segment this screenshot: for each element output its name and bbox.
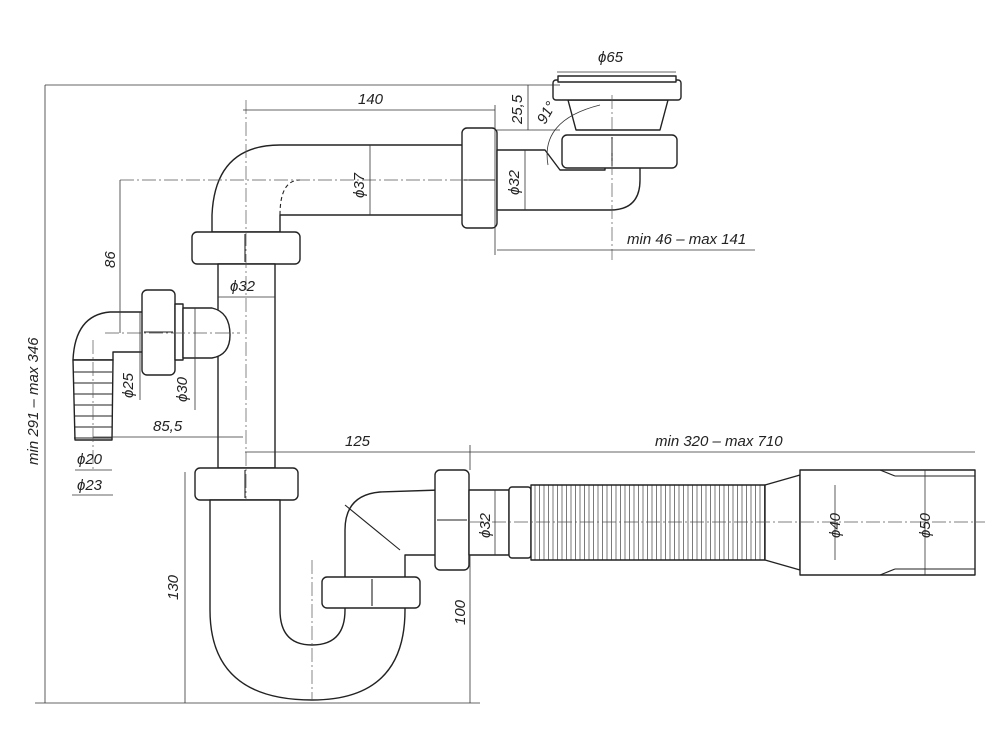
top-pipe-dia-label: ϕ37 [351,172,368,198]
center-lines [92,95,985,700]
vertical-pipe [217,263,276,469]
trap-offset-label: 125 [345,433,371,450]
top-elbow-pipe [211,144,466,233]
drain-flange [552,79,682,101]
side-offset-label: 85,5 [153,418,183,435]
outlet-offset-label: min 46 – max 141 [627,231,746,248]
drain-outlet-pipe [496,149,641,211]
hose-barb [72,359,114,441]
angle-label: 91° [534,99,560,127]
corrugated-hose [530,484,766,561]
trap-nut-left [194,467,299,501]
outlet-height-label: 100 [452,599,469,625]
side-inner-dia-label: ϕ25 [120,372,137,398]
drain-nut [561,134,678,169]
hose-outer-dia-label: ϕ23 [77,477,103,494]
siphon-body [72,75,976,701]
flange-height-label: 25,5 [509,94,526,125]
side-elbow [72,311,146,361]
dimension-labels: min 291 – max 346 ϕ65 140 25,5 91° ϕ37 ϕ… [25,49,934,625]
hose-length-label: min 320 – max 710 [655,433,783,450]
trap-height-label: 130 [165,574,182,600]
hose-mid-dia-label: ϕ40 [827,512,844,538]
overall-height-label: min 291 – max 346 [25,337,42,465]
drain-cup [567,99,669,131]
dimension-lines [35,71,975,704]
outlet-dia-label: ϕ32 [506,169,523,195]
side-height-label: 86 [102,251,119,268]
hose-coupling [764,474,801,571]
hose-end-dia-label: ϕ50 [917,512,934,538]
top-pipe-nut [461,127,498,229]
hose-end [799,469,976,576]
hose-corrugation [534,485,765,560]
hose-inner-dia-label: ϕ20 [77,451,103,468]
flange-dia-label: ϕ65 [598,49,624,66]
side-thread-dia-label: ϕ30 [174,376,191,402]
top-length-label: 140 [358,91,384,108]
trap-nut-bottom [321,576,421,609]
vertical-dia-label: ϕ32 [230,278,256,295]
trap-outlet-dia-label: ϕ32 [477,512,494,538]
